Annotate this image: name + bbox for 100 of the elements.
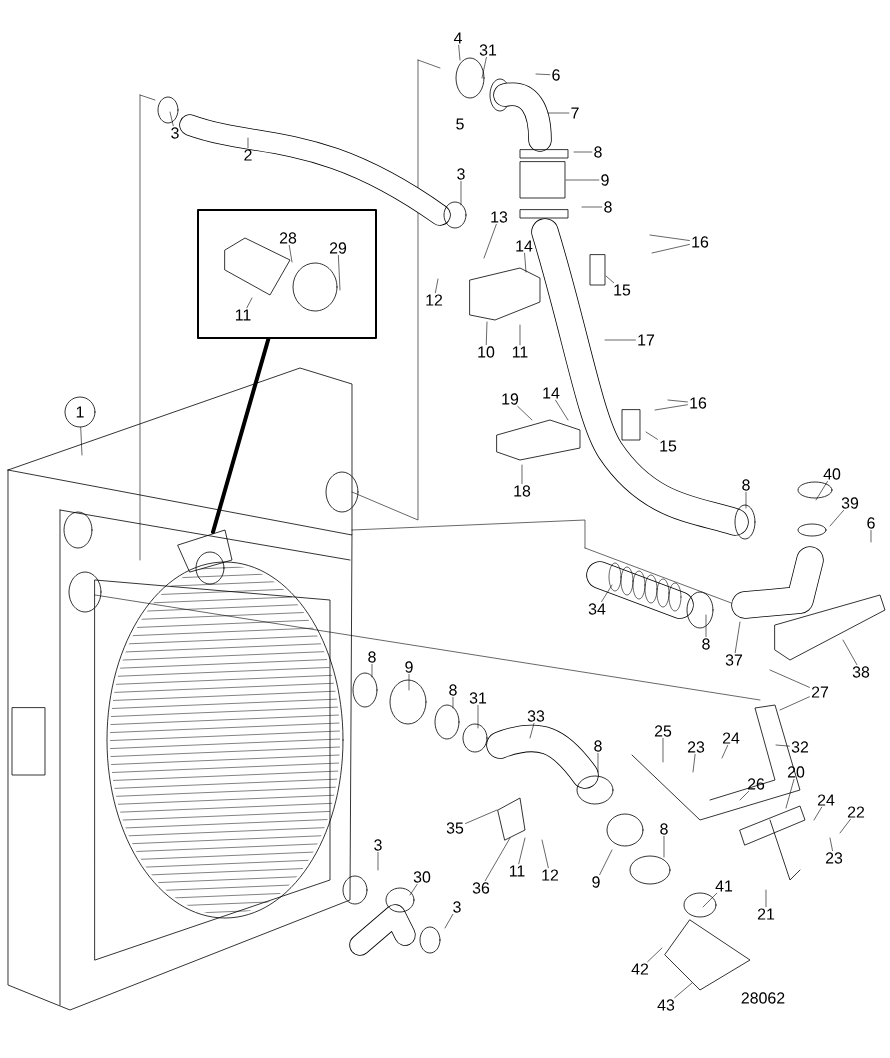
callout-number: 8 <box>368 651 376 663</box>
leader-line <box>779 696 810 711</box>
callout-number: 36 <box>472 882 490 894</box>
callout-number: 6 <box>552 69 560 81</box>
callout-number: 35 <box>446 822 464 834</box>
leader-line <box>484 837 511 881</box>
callout-number: 18 <box>514 485 531 497</box>
callout-number: 8 <box>594 740 602 752</box>
callout-number: 20 <box>787 766 805 778</box>
leader-line <box>705 614 707 637</box>
leader-line <box>465 809 498 824</box>
callout-number: 22 <box>847 806 865 818</box>
callout-number: 10 <box>478 346 495 358</box>
leader-line <box>674 982 693 998</box>
callout-number: 8 <box>660 823 668 835</box>
leader-line <box>839 818 851 834</box>
callout-number: 33 <box>527 710 545 722</box>
drawing-number: 28062 <box>741 992 785 1004</box>
callout-number: 9 <box>592 876 600 888</box>
callout-number: 3 <box>453 901 461 913</box>
leader-line <box>829 510 844 527</box>
callout-number: 31 <box>479 44 497 56</box>
leader-line <box>518 837 526 865</box>
leader-line <box>435 278 439 294</box>
callout-number: 14 <box>543 387 560 399</box>
callout-number: 32 <box>791 741 809 753</box>
leader-line <box>663 836 665 858</box>
leader-line <box>842 639 858 665</box>
callout-number: 26 <box>747 778 765 790</box>
callout-number: 8 <box>449 684 457 696</box>
leader-line <box>769 669 810 688</box>
leader-line <box>597 753 599 773</box>
leader-line <box>739 791 749 801</box>
callout-number: 8 <box>742 479 750 491</box>
callout-number: 25 <box>654 725 672 737</box>
leader-line <box>785 779 795 809</box>
callout-number: 9 <box>405 661 413 673</box>
leader-line <box>667 399 688 403</box>
callout-number: 8 <box>594 146 602 158</box>
leader-line <box>460 181 462 206</box>
callout-number: 4 <box>453 32 462 44</box>
callout-number: 23 <box>825 852 843 864</box>
leader-line <box>377 852 379 871</box>
leader-line <box>452 697 454 709</box>
leader-line <box>246 297 253 309</box>
leader-line <box>247 137 249 149</box>
callout-number: 16 <box>692 236 709 248</box>
callout-number: 19 <box>502 393 519 405</box>
callout-number: 13 <box>491 211 508 223</box>
leader-line <box>547 112 570 114</box>
callout-number: 30 <box>413 871 431 883</box>
leader-line <box>745 492 747 509</box>
callout-number: 2 <box>244 149 252 161</box>
leader-line <box>813 806 822 821</box>
leader-line <box>599 849 613 875</box>
leader-line <box>662 738 664 763</box>
leader-line <box>477 705 479 729</box>
leader-line <box>481 57 487 79</box>
leader-line <box>521 464 523 484</box>
leader-line <box>458 44 461 61</box>
callout-number: 11 <box>512 346 528 358</box>
callout-number: 41 <box>715 880 733 892</box>
leader-line <box>734 621 741 653</box>
leader-line <box>288 245 293 263</box>
callout-number: 3 <box>374 839 382 851</box>
callout-number: 6 <box>867 517 875 529</box>
callout-number: 23 <box>687 741 705 753</box>
leader-line <box>555 399 569 421</box>
callout-number: 3 <box>457 168 465 180</box>
leader-line <box>815 481 828 501</box>
leader-line <box>651 244 690 254</box>
callout-number: 11 <box>509 865 525 877</box>
callout-number: 15 <box>614 284 631 296</box>
callout-number: 7 <box>571 107 579 119</box>
leader-line <box>483 224 497 259</box>
leader-line <box>573 151 593 153</box>
leader-line <box>565 179 600 181</box>
callout-number: 24 <box>817 794 835 806</box>
detail-inset-frame <box>197 209 377 339</box>
callout-number: 31 <box>469 692 487 704</box>
callout-number: 12 <box>542 869 559 881</box>
callout-number: 29 <box>329 242 347 254</box>
callout-number: 40 <box>823 468 841 480</box>
leader-line <box>601 584 613 602</box>
leader-line <box>654 404 688 411</box>
leader-line <box>535 73 551 75</box>
leader-line <box>775 744 790 747</box>
leader-line <box>409 884 418 896</box>
leader-line <box>604 339 636 341</box>
leader-line <box>529 723 535 739</box>
leader-line <box>647 947 663 963</box>
callout-number: 24 <box>722 732 740 744</box>
callout-number: 34 <box>588 603 606 615</box>
callout-number: 14 <box>516 240 533 252</box>
leader-line <box>408 674 410 691</box>
leader-line <box>169 111 174 126</box>
callout-number: 27 <box>811 686 829 698</box>
leader-line <box>645 431 658 440</box>
leader-line <box>517 406 533 421</box>
callout-number: 28 <box>279 232 297 244</box>
